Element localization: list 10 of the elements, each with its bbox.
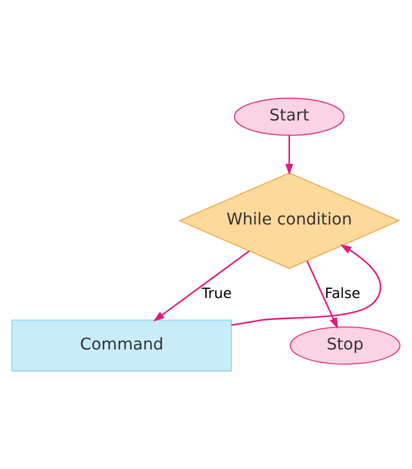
node-diamond: While condition [178,172,400,269]
arrow [285,136,294,176]
node-box: Command [12,320,232,372]
edge-label: False [324,286,360,302]
node-ellipse: Start [234,98,345,136]
arrow [153,250,250,322]
edge-label: True [202,286,232,302]
arrow [306,260,338,329]
arrow [231,244,382,326]
node-ellipse: Stop [290,326,400,365]
